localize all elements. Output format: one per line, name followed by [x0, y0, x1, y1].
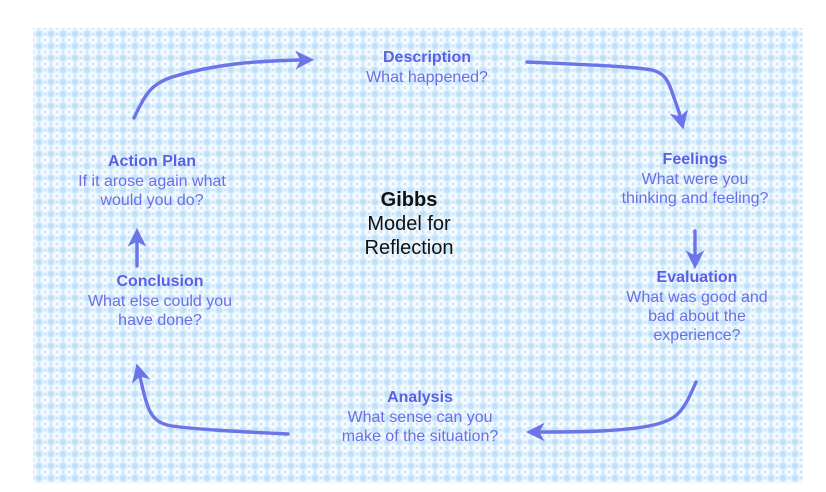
- stage-description-title: Description: [382, 49, 471, 66]
- stage-evaluation-question: What was good and bad about the experien…: [626, 289, 768, 344]
- stage-action-plan-title: Action Plan: [107, 153, 196, 170]
- stage-feelings-question: What were you thinking and feeling?: [621, 171, 769, 207]
- stage-evaluation-title: Evaluation: [656, 269, 738, 286]
- center-title: Gibbs: [380, 189, 438, 211]
- stage-action-plan: Action Plan If it arose again what would…: [37, 152, 267, 210]
- stage-evaluation: Evaluation What was good and bad about t…: [582, 268, 812, 345]
- stage-feelings-title: Feelings: [662, 151, 728, 168]
- stage-action-plan-question: If it arose again what would you do?: [78, 173, 226, 209]
- center-label: Gibbs Model for Reflection: [309, 188, 509, 260]
- stage-feelings: Feelings What were you thinking and feel…: [580, 150, 810, 208]
- stage-description-question: What happened?: [366, 69, 488, 86]
- stage-conclusion-question: What else could you have done?: [87, 293, 233, 329]
- stage-description: Description What happened?: [312, 48, 542, 87]
- stage-analysis-question: What sense can you make of the situation…: [341, 409, 499, 445]
- stage-conclusion: Conclusion What else could you have done…: [45, 272, 275, 330]
- stage-conclusion-title: Conclusion: [116, 273, 204, 290]
- center-subtitle: Model for Reflection: [364, 213, 454, 259]
- stage-analysis-title: Analysis: [387, 389, 453, 406]
- stage-analysis: Analysis What sense can you make of the …: [305, 388, 535, 446]
